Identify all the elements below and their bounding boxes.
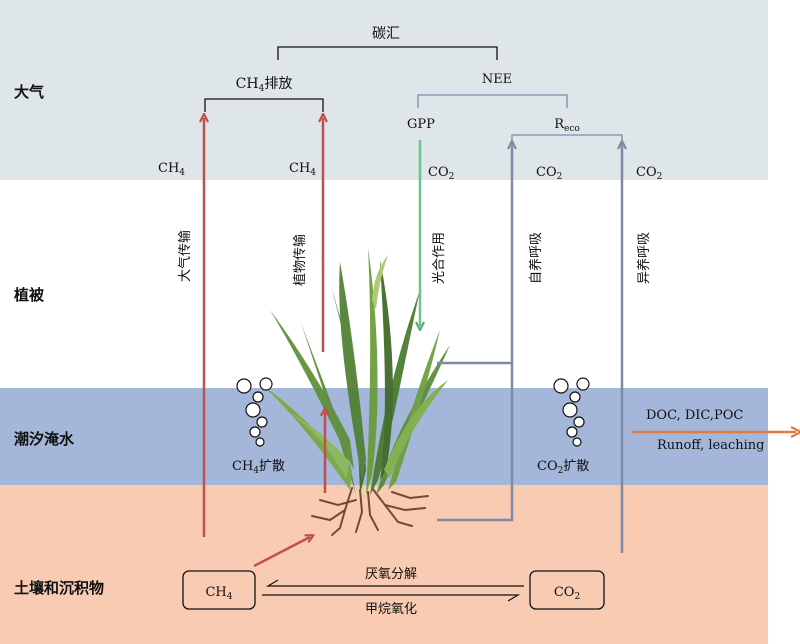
autotrophic-respiration-root-line (437, 363, 514, 522)
ch4-flux-label-b: CH4 (289, 161, 316, 178)
gpp-label: GPP (407, 117, 435, 132)
reco-label: Reco (554, 117, 580, 134)
anaerobic-decomposition-label: 厌氧分解 (365, 567, 417, 582)
anaerobic-decomposition-arrow (265, 579, 524, 587)
ch4-emission-label: CH4排放 (236, 76, 293, 94)
nee-label: NEE (482, 72, 512, 87)
co2-flux-label-c: CO2 (636, 165, 662, 182)
photosynthesis-label: 光合作用 (432, 232, 447, 284)
ch4-diffusion-label: CH4扩散 (232, 459, 285, 476)
ch4-to-root-arrow (253, 537, 310, 568)
layer-label-tidal-water: 潮汐淹水 (14, 430, 75, 448)
layer-label-soil: 土壤和沉积物 (14, 579, 105, 597)
layer-label-vegetation: 植被 (14, 286, 45, 304)
lateral-export-process-label: Runoff, leaching (657, 438, 765, 453)
heterotrophic-respiration-label: 异养呼吸 (636, 232, 652, 284)
carbon-sink-bracket (277, 46, 498, 60)
soil-ch4-box-label: CH4 (205, 585, 232, 602)
methane-oxidation-arrow (262, 594, 521, 602)
autotrophic-respiration-label: 自养呼吸 (528, 232, 544, 284)
co2-bubbles (553, 377, 590, 447)
plant-transport-label: 植物传输 (292, 234, 308, 286)
co2-flux-label-a: CO2 (428, 165, 454, 182)
soil-co2-box-label: CO2 (554, 585, 580, 602)
ch4-flux-label-a: CH4 (158, 161, 185, 178)
co2-flux-label-b: CO2 (536, 165, 562, 182)
atmosphere-band (0, 0, 768, 180)
co2-diffusion-label: CO2扩散 (537, 459, 589, 476)
nee-bracket (417, 94, 568, 108)
carbon-sink-label: 碳汇 (372, 26, 400, 42)
reco-bracket (511, 134, 623, 148)
ch4-emission-bracket (204, 98, 324, 112)
methane-oxidation-label: 甲烷氧化 (365, 602, 417, 617)
soil-band (0, 485, 768, 644)
atmospheric-transport-label: 大气传输 (177, 230, 193, 282)
lateral-export-carbon-label: DOC, DIC,POC (646, 408, 743, 423)
soil-co2-box (529, 570, 605, 610)
soil-ch4-box (182, 570, 256, 610)
mangrove-grass-illustration (262, 248, 450, 536)
layer-label-atmosphere: 大气 (14, 83, 45, 101)
ch4-bubbles (236, 377, 273, 447)
